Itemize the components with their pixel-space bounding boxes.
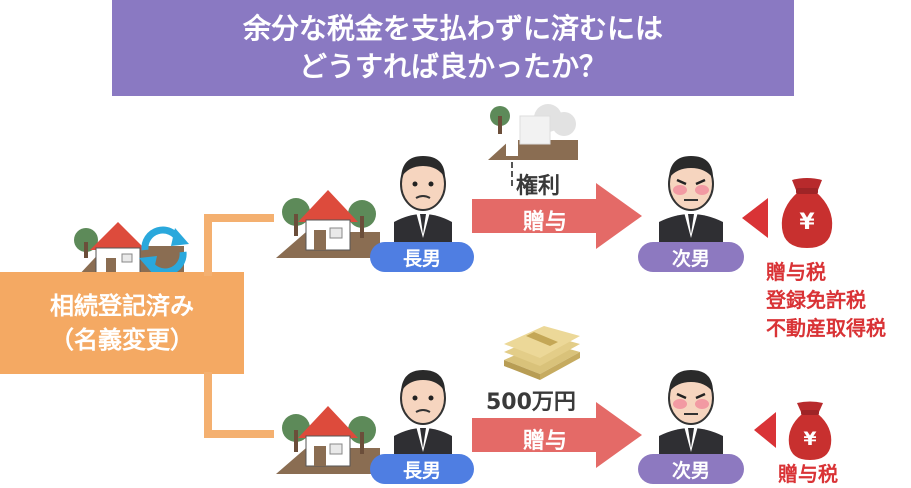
giver-name-bottom: 長男	[402, 459, 441, 482]
yen-symbol-bottom: ¥	[803, 428, 817, 450]
cash-stack-icon	[504, 326, 580, 380]
money-bag-icon	[788, 401, 832, 460]
connector-horizontal-bottom	[204, 430, 274, 438]
refresh-cycle-icon	[139, 226, 189, 276]
tax-item: 不動産取得税	[766, 316, 886, 340]
receiver-pill-top: 次男	[638, 242, 744, 272]
giver-pill-top: 長男	[370, 242, 474, 272]
gift-arrow-top	[472, 183, 642, 249]
giver-pill-bottom: 長男	[370, 454, 474, 484]
tax-item: 贈与税	[766, 260, 826, 284]
dashed-divider	[511, 162, 515, 186]
second-son-person-icon	[659, 156, 723, 242]
connector-horizontal-top	[204, 214, 274, 222]
tax-item: 登録免許税	[766, 288, 866, 312]
house-icon	[276, 190, 380, 258]
house-icon	[276, 406, 380, 474]
asset-label-bottom: 500万円	[486, 390, 576, 415]
inheritance-line-1: 相続登記済み	[50, 292, 194, 320]
gift-label-bottom: 贈与	[522, 429, 567, 454]
second-son-person-icon	[659, 370, 723, 456]
inheritance-registered-box: 相続登記済み （名義変更）	[0, 272, 244, 374]
inherited-house-icon	[74, 222, 184, 278]
tax-pointer-arrow-top	[742, 198, 768, 238]
eldest-son-person-icon	[394, 156, 452, 242]
tax-item: 贈与税	[778, 462, 838, 486]
yen-symbol-top: ¥	[799, 210, 815, 235]
tax-list-bottom: 贈与税	[778, 460, 838, 488]
receiver-name-top: 次男	[671, 247, 710, 270]
title-line-1: 余分な税金を支払わずに済むには	[242, 12, 663, 45]
title-line-2: どうすれば良かったか？	[298, 50, 607, 83]
receiver-name-bottom: 次男	[671, 459, 710, 482]
gift-label-top: 贈与	[522, 210, 567, 235]
faded-house-icon	[488, 96, 578, 160]
title-banner: 余分な税金を支払わずに済むには どうすれば良かったか？	[112, 0, 794, 96]
connector-vertical-bottom	[204, 372, 212, 438]
eldest-son-person-icon	[394, 370, 452, 456]
gift-arrow-bottom	[472, 402, 642, 468]
asset-label-top: 権利	[516, 174, 561, 199]
inheritance-line-2: （名義変更）	[50, 326, 194, 354]
tax-pointer-arrow-bottom	[754, 412, 776, 448]
tax-list-top: 贈与税 登録免許税 不動産取得税	[766, 258, 886, 342]
giver-name-top: 長男	[402, 247, 441, 270]
connector-vertical-top	[204, 214, 212, 276]
receiver-pill-bottom: 次男	[638, 454, 744, 484]
money-bag-icon	[781, 178, 833, 248]
